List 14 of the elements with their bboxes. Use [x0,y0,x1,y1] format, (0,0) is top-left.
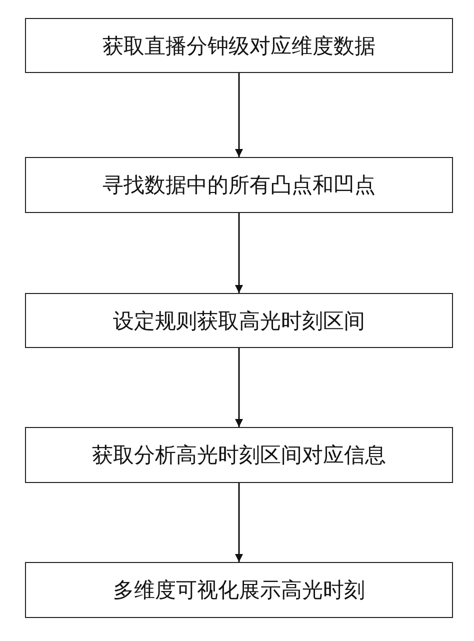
process-box [25,157,453,213]
process-box [25,427,453,483]
process-box [25,562,453,618]
step-text: 获取直播分钟级对应维度数据 [102,32,376,60]
step-text: 设定规则获取高光时刻区间 [113,308,365,334]
step-text: 多维度可视化展示高光时刻 [113,577,365,604]
process-box [25,18,453,73]
arrow [235,483,243,562]
step-text: 寻找数据中的所有凸点和凹点 [102,172,376,199]
step-text: 获取分析高光时刻区间对应信息 [92,442,386,469]
arrow [235,73,243,157]
arrow [235,348,243,427]
arrow [235,213,243,293]
process-box [25,293,453,348]
